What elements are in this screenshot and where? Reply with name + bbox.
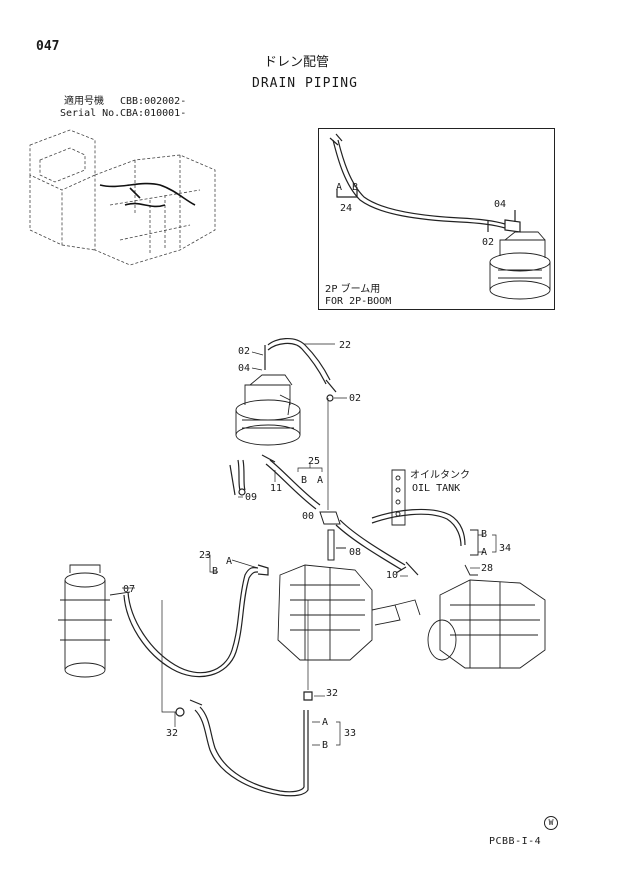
serial-label-jp: 適用号機 [64,96,104,107]
callout-07: 07 [123,584,136,595]
region-mark-badge: W [544,816,558,830]
callout-04: 04 [238,363,251,374]
inset-callout-02: 02 [482,237,495,248]
inset-2p-boom-box [318,128,555,310]
machine-overview-piping [99,182,196,208]
junction-00 [319,511,346,561]
callout-33-b: B [322,740,329,751]
callout-23-b: B [212,566,219,577]
callout-00: 00 [302,511,315,522]
callout-28: 28 [481,563,494,574]
hose-10 [335,508,466,576]
callout-22: 22 [339,340,352,351]
leader-lines-33 [161,600,341,746]
callout-02-top: 02 [238,346,251,357]
callout-34-b: B [481,529,488,540]
machine-overview [29,129,216,266]
hose-33 [175,691,313,797]
swing-motor-top [235,374,301,446]
leader-lines-23 [122,554,259,589]
serial-label-en: Serial No. [60,108,121,119]
callout-10: 10 [386,570,399,581]
leader-lines-top [251,343,347,510]
serial-value-en: CBA:010001- [120,108,187,119]
main-pump-right [427,529,546,669]
callout-32-left: 32 [166,728,179,739]
title-english: DRAIN PIPING [252,76,358,91]
leader-lines-34 [400,534,497,577]
callout-25: 25 [308,456,321,467]
oil-tank-label-en: OIL TANK [412,483,461,494]
inset-callout-a: A [336,182,343,193]
hose-25 [229,454,321,510]
inset-label-jp: 2P ブーム用 [325,284,381,295]
callout-34-a: A [481,547,488,558]
inset-label-en: FOR 2P-BOOM [325,296,392,307]
callout-08: 08 [349,547,362,558]
callout-34: 34 [499,543,512,554]
callout-11: 11 [270,483,283,494]
inset-callout-b: B [352,182,359,193]
callout-02-right: 02 [349,393,362,404]
oil-tank-label-jp: オイルタンク [410,470,470,481]
hose-23 [123,564,269,678]
title-japanese: ドレン配管 [264,55,330,70]
callout-32-mid: 32 [326,688,339,699]
serial-value-jp: CBB:002002- [120,96,187,107]
oil-tank-bracket [391,469,406,526]
leader-lines-25 [238,463,323,498]
inset-swing-motor [489,231,551,300]
hose-22 [264,338,337,402]
main-pump-center [277,564,421,661]
callout-23: 23 [199,550,212,561]
callout-25-b: B [301,475,308,486]
center-joint-left [58,564,131,678]
inset-callout-04: 04 [494,199,507,210]
callout-25-a: A [317,475,324,486]
callout-33: 33 [344,728,357,739]
inset-hose [329,133,521,233]
callout-09: 09 [245,492,258,503]
callout-33-a: A [322,717,329,728]
drawing-code: PCBB-I-4 [489,836,542,847]
callout-23-a: A [226,556,233,567]
inset-callout-24: 24 [340,203,353,214]
page-number: 047 [36,39,60,54]
